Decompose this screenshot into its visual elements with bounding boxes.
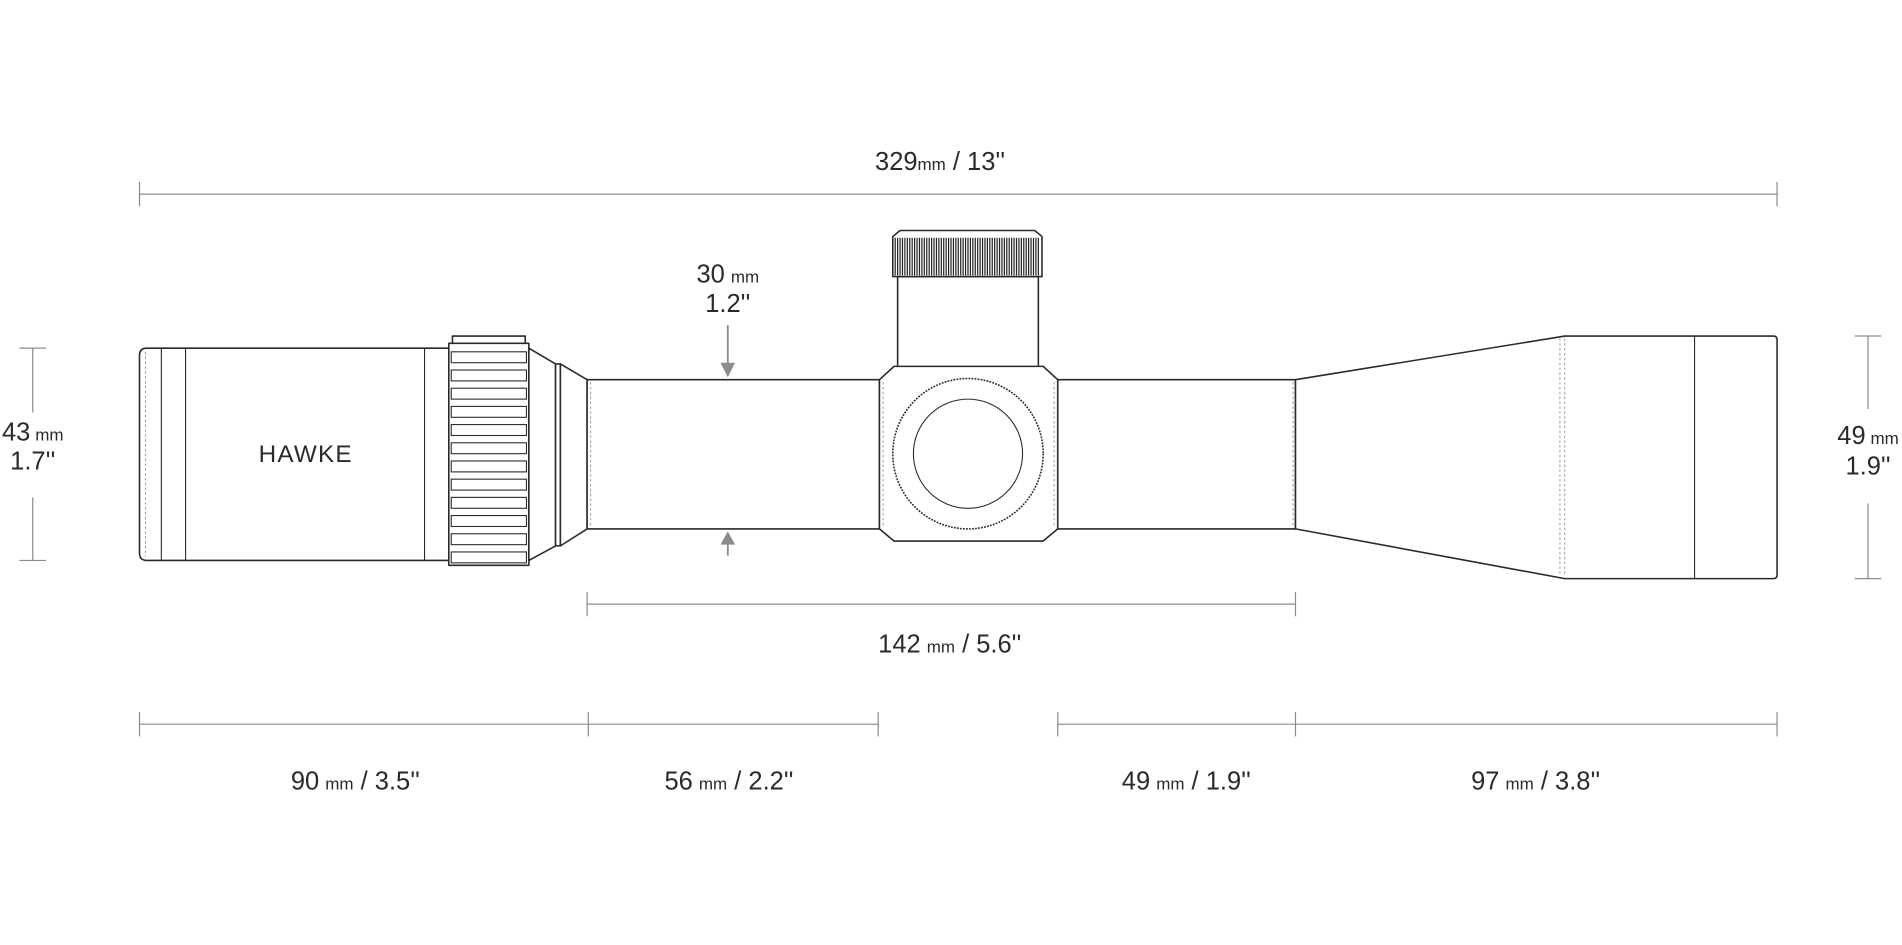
ring-groove [450,351,527,364]
brand-logo: HAWKE [259,441,353,468]
ring-groove [450,460,527,473]
ring-groove [450,533,527,546]
magnification-ring[interactable] [448,335,530,567]
ring-groove [450,442,527,455]
ring-groove [450,515,527,528]
rear-tube [586,378,881,530]
eyepiece [138,347,450,562]
overall-length-label: 329mm / 13'' [875,148,1005,176]
ring-groove [450,387,527,400]
svg-text:1.9'': 1.9'' [1845,452,1890,480]
ring-groove [450,405,527,418]
side-focus-knob [891,377,1044,530]
svg-text:1.2'': 1.2'' [705,290,750,318]
elevation-turret-stem [896,275,1040,370]
riflescope-drawing: HAWKE [138,229,1778,580]
ring-groove [450,478,527,491]
front-tube [1056,378,1297,530]
svg-text:1.7'': 1.7'' [10,447,55,475]
ring-groove [450,369,527,382]
ring-groove [450,551,527,564]
ring-groove [450,496,527,509]
objective-bell [1294,335,1778,580]
overall-length-dimension: 329mm / 13'' [138,148,1778,207]
ring-groove [450,424,527,437]
